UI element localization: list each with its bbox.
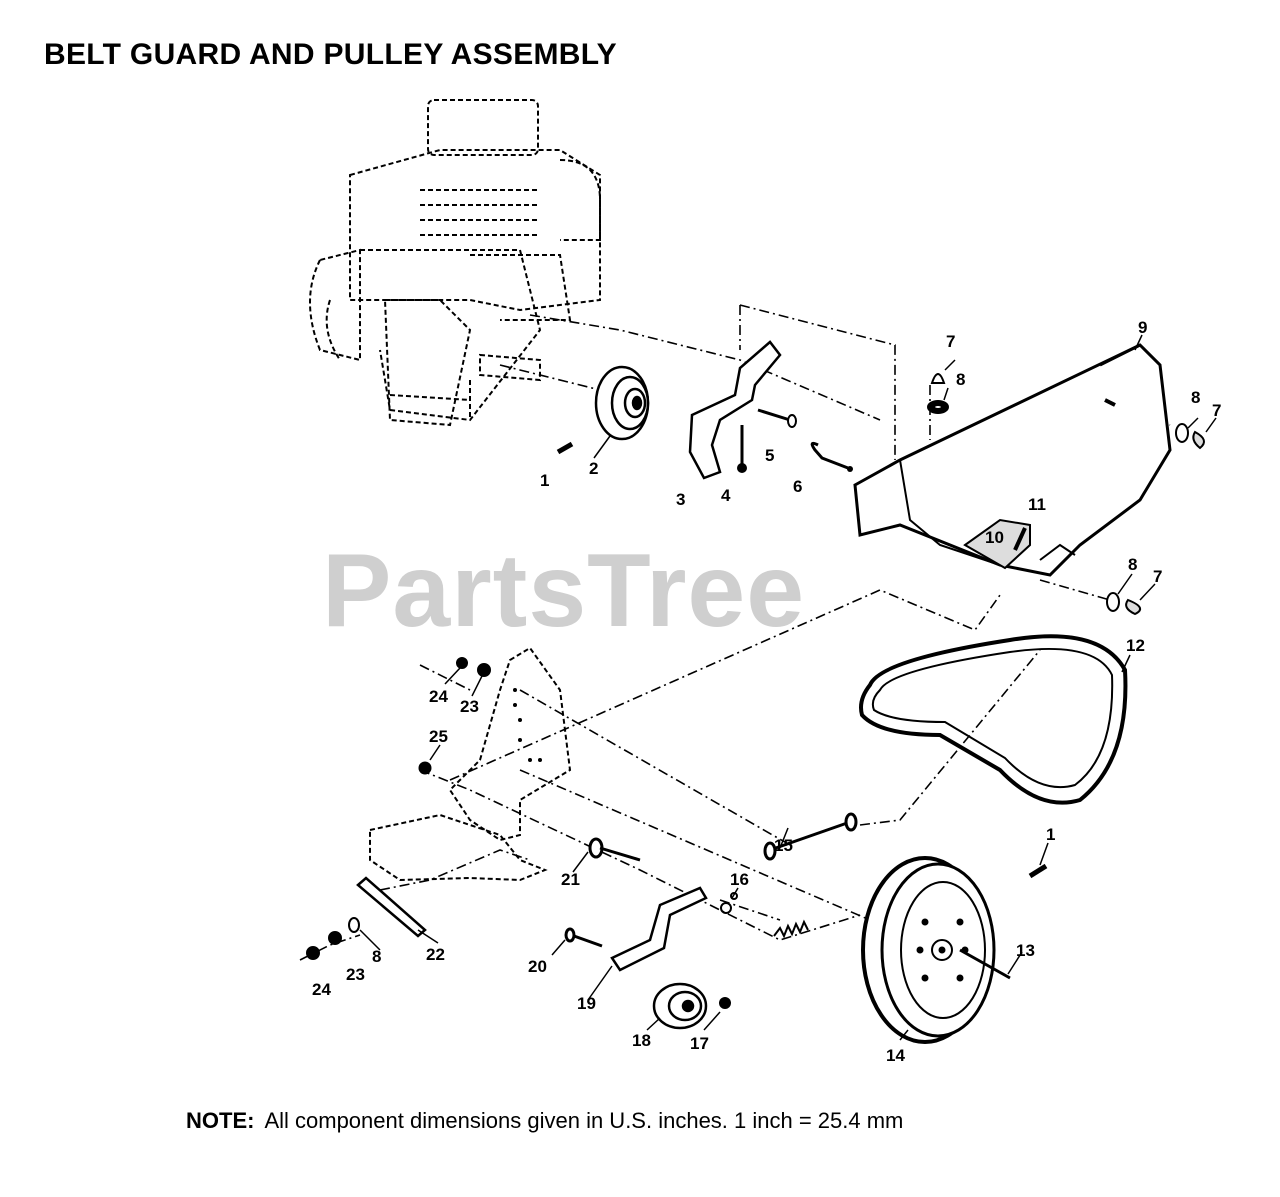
spring [773,919,809,939]
watermark: PartsTree [322,533,806,649]
callout-15: 15 [774,836,793,855]
idler-pulley [652,982,708,1030]
callout-7-top: 7 [946,332,955,351]
callout-8-lower: 8 [1128,555,1137,574]
callout-7-right: 7 [1212,401,1221,420]
callout-8-right: 8 [1191,388,1200,407]
callout-17: 17 [690,1034,709,1053]
callout-14: 14 [886,1046,905,1065]
callout-13: 13 [1016,941,1035,960]
callout-18: 18 [632,1031,651,1050]
callout-12: 12 [1126,636,1145,655]
key-part-1 [556,441,574,455]
nut-washer-right [1175,423,1205,450]
plate-part-22 [356,876,427,938]
engine-outline [309,99,601,427]
nut-washer-lower-left [306,917,360,960]
callout-6: 6 [793,477,802,496]
spring-clip-16 [720,892,738,914]
page-title: BELT GUARD AND PULLEY ASSEMBLY [44,38,617,71]
mounting-bracket [688,340,782,480]
v-belt [859,634,1128,805]
callout-1-lower: 1 [1046,825,1055,844]
callout-11: 11 [1028,495,1046,514]
callout-24-top: 24 [429,687,448,706]
callout-8-lower-left: 8 [372,947,381,966]
engine-pulley [594,365,650,441]
callout-19: 19 [577,994,596,1013]
nut-part-25 [418,761,432,775]
alignment-lines [299,304,1171,961]
nut-washer-top [927,373,949,414]
bolt-part-20 [564,927,603,948]
large-pulley [861,856,996,1044]
footnote: NOTE: All component dimensions given in U… [186,1108,903,1134]
nut-washer-23-24-top [456,657,491,677]
callout-22: 22 [426,945,445,964]
callout-10: 10 [985,528,1004,547]
callout-3: 3 [676,490,685,509]
idler-shaft [763,812,858,861]
pin-part-21 [588,837,641,862]
callout-8-top: 8 [956,370,965,389]
callout-9: 9 [1138,318,1147,337]
belt-guard [853,343,1172,577]
nut-part-17 [719,997,731,1009]
tine-bracket [369,646,572,882]
callout-23-lower: 23 [346,965,365,984]
bolt-part-13 [959,948,1011,980]
callout-23-top: 23 [460,697,479,716]
hook-part-6 [810,441,849,470]
callout-2: 2 [589,459,598,478]
bracket-holes [513,688,542,762]
callout-21: 21 [561,870,580,889]
note-label: NOTE: [186,1108,255,1133]
note-text: All component dimensions given in U.S. i… [264,1108,904,1133]
idler-arm [610,886,708,972]
leader-lines [359,334,1217,1041]
callout-25: 25 [429,727,448,746]
screw-part-11 [1013,527,1027,551]
callout-20: 20 [528,957,547,976]
callout-4: 4 [721,486,731,505]
nut-washer-lower [1106,592,1142,616]
callout-1: 1 [540,471,549,490]
callout-7-lower: 7 [1153,567,1162,586]
key-part-1-lower [1028,863,1048,879]
callout-24-lower: 24 [312,980,331,999]
callout-5: 5 [765,446,774,465]
bolt-part-5 [757,408,791,422]
callout-16: 16 [730,870,749,889]
